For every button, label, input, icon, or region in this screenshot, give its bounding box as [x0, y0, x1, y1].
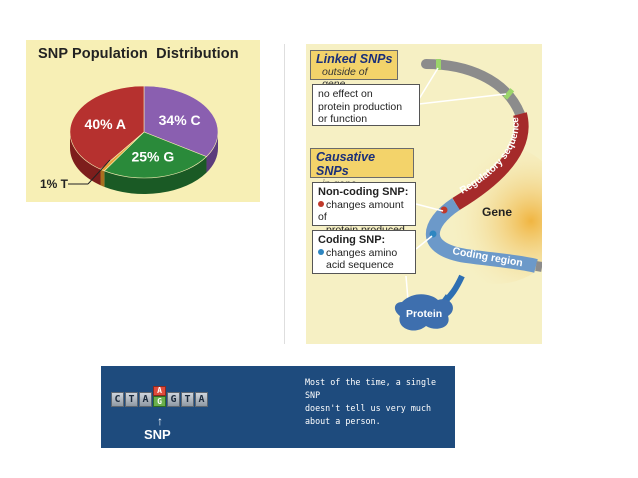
protein-label: Protein — [406, 308, 443, 320]
panel-divider — [284, 44, 285, 344]
banner-text-line: doesn't tell us very much — [305, 403, 432, 413]
dna-strand-downstream — [535, 261, 542, 272]
linked-note-line: no effect on — [318, 88, 373, 100]
linked-snp-mark-1 — [436, 59, 441, 70]
protein-shape — [394, 294, 453, 331]
banner-text-line: Most of the time, a single SNP — [305, 377, 437, 400]
pie-label-g: 25% G — [131, 149, 174, 165]
banner-text: Most of the time, a single SNP doesn't t… — [305, 376, 455, 428]
protein-pointer — [405, 275, 409, 301]
pie-chart-panel: 34% C 25% G 40% A SNP Population Distribut… — [26, 40, 260, 202]
base-tile: T — [125, 392, 138, 407]
base-tile: G — [167, 392, 180, 407]
causative-snps-header: Causative SNPs in gene — [310, 148, 414, 190]
linked-snps-title: Linked SNPs — [316, 52, 393, 66]
snp-label: SNP — [144, 427, 171, 442]
linked-pointer-2 — [418, 93, 507, 105]
pie-side-t — [100, 169, 105, 187]
linked-snps-header: Linked SNPs outside of gene — [310, 50, 398, 90]
snp-diagram-panel: Regulatory sequences Coding region Gene … — [306, 44, 542, 344]
pie-label-c: 34% C — [159, 112, 201, 128]
pie-label-a: 40% A — [85, 116, 127, 132]
coding-bullet-icon — [318, 248, 324, 255]
coding-snp-title: Coding SNP: — [318, 234, 386, 246]
linked-note-line: or function — [318, 113, 368, 125]
snp-info-banner: C T A A G G T A ↑ SNP Most of the time, … — [101, 366, 455, 448]
base-tile: C — [111, 392, 124, 407]
noncoding-pointer — [415, 203, 444, 212]
pie-chart: 34% C 25% G 40% A — [68, 85, 219, 194]
gene-label: Gene — [482, 205, 513, 219]
snp-base-g: G — [153, 396, 166, 407]
noncoding-line: changes amount of — [318, 198, 404, 224]
pie-slice-g — [103, 131, 208, 179]
base-tile: T — [181, 392, 194, 407]
up-arrow-icon: ↑ — [157, 414, 163, 428]
coding-region-band — [425, 198, 538, 273]
coding-snp-note: Coding SNP: changes amino acid sequence — [312, 230, 416, 274]
pie-side-a — [70, 132, 101, 186]
linked-pointer-1 — [418, 67, 439, 100]
coding-line: changes amino — [326, 246, 398, 259]
pie-title: SNP Population Distribution — [38, 46, 239, 62]
snp-base-a: A — [153, 386, 166, 396]
coding-line: acid sequence — [326, 259, 394, 271]
coding-pointer — [415, 235, 433, 250]
base-tile: A — [195, 392, 208, 407]
noncoding-snp-note: Non-coding SNP: changes amount of protei… — [312, 182, 416, 236]
noncoding-snp-title: Non-coding SNP: — [318, 186, 409, 198]
banner-text-line: about a person. — [305, 416, 381, 426]
noncoding-snp-mark — [440, 206, 448, 214]
linked-snps-note: no effect on protein production or funct… — [312, 84, 420, 126]
regulatory-sequence-band — [452, 112, 529, 211]
base-tile: A — [139, 392, 152, 407]
label-t: 1% T — [40, 177, 69, 191]
linked-snp-mark-2 — [503, 88, 515, 100]
pie-slice-a — [69, 85, 145, 170]
pie-side-c — [206, 132, 219, 173]
causative-snps-title: Causative SNPs — [316, 150, 376, 178]
linked-note-line: protein production — [318, 100, 403, 113]
pie-side-g — [104, 156, 207, 194]
noncoding-bullet-icon — [318, 200, 324, 207]
dna-strand-upstream — [421, 59, 525, 119]
t-leader-line-diagonal — [87, 159, 111, 185]
